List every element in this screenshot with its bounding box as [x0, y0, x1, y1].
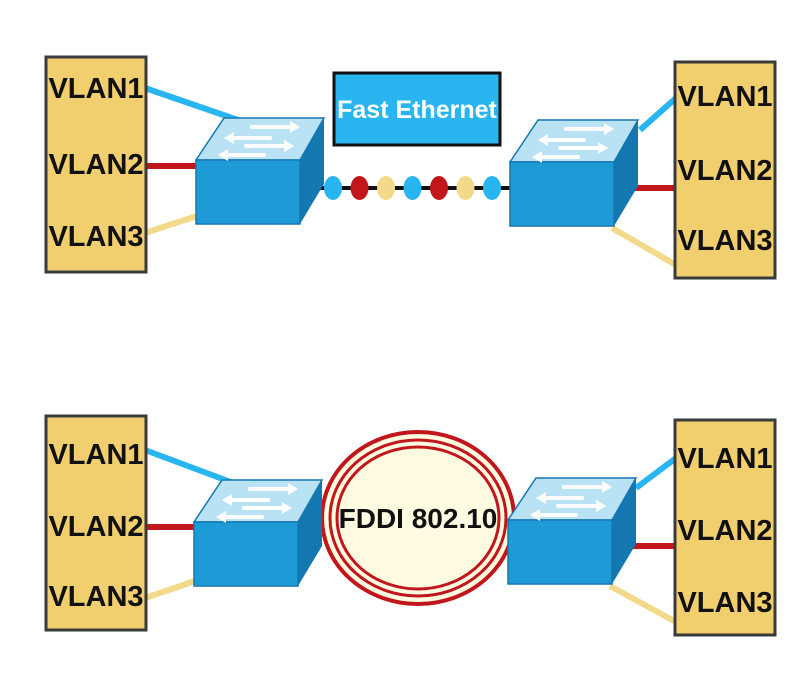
- top-right-vlan3-label: VLAN3: [677, 225, 772, 257]
- top-left-switch-icon: [194, 116, 326, 226]
- bottom-left-switch-icon: [192, 478, 324, 588]
- top-right-vlan3-link: [610, 225, 678, 268]
- top-left-vlan3-label: VLAN3: [48, 221, 143, 253]
- bottom-left-vlan2-label: VLAN2: [48, 511, 143, 543]
- bottom-left-vlan-box: VLAN1 VLAN2 VLAN3: [44, 414, 148, 632]
- bottom-right-vlan3-label: VLAN3: [677, 587, 772, 619]
- top-left-vlan1-label: VLAN1: [48, 73, 143, 105]
- bottom-right-vlan1-link: [634, 455, 678, 491]
- bottom-right-switch-icon: [506, 476, 638, 586]
- trunk-frame-vlan1: [324, 176, 342, 200]
- bottom-left-vlan3-link: [144, 577, 199, 601]
- trunk-frame-vlan2: [430, 176, 448, 200]
- trunk-frame-vlan1: [403, 176, 422, 200]
- top-left-vlan-box: VLAN1 VLAN2 VLAN3: [44, 55, 148, 274]
- top-left-vlan1-link: [144, 85, 239, 123]
- bottom-right-vlan-box: VLAN1 VLAN2 VLAN3: [673, 418, 777, 637]
- bottom-right-vlan1-label: VLAN1: [677, 443, 772, 475]
- trunk-frame-vlan1: [483, 176, 501, 200]
- bottom-section: VLAN1 VLAN2 VLAN3 VLAN1 VLAN2 VLAN3 FDDI…: [44, 414, 777, 637]
- top-right-vlan2-label: VLAN2: [677, 155, 772, 187]
- trunk-frame-vlan3: [377, 176, 395, 200]
- top-left-vlan3-link: [144, 212, 201, 236]
- top-left-vlan2-label: VLAN2: [48, 149, 143, 181]
- top-right-vlan1-link: [638, 95, 678, 133]
- fddi-ring-icon: FDDI 802.10: [320, 430, 516, 606]
- bottom-left-vlan3-label: VLAN3: [48, 581, 143, 613]
- top-section: VLAN1 VLAN2 VLAN3 VLAN1 VLAN2 VLAN3 Fast…: [44, 55, 777, 280]
- fddi-label: FDDI 802.10: [339, 503, 498, 534]
- bottom-left-vlan1-link: [143, 447, 238, 487]
- bottom-right-vlan2-label: VLAN2: [677, 515, 772, 547]
- top-right-vlan1-label: VLAN1: [677, 81, 772, 113]
- top-right-vlan-box: VLAN1 VLAN2 VLAN3: [673, 60, 777, 280]
- trunk-frame-vlan3: [456, 176, 475, 200]
- trunk-frames: [324, 176, 501, 200]
- fast-ethernet-label-box: Fast Ethernet: [332, 71, 502, 147]
- bottom-left-vlan1-label: VLAN1: [48, 439, 143, 471]
- top-right-switch-icon: [508, 118, 640, 228]
- fast-ethernet-label: Fast Ethernet: [337, 96, 497, 124]
- trunk-frame-vlan2: [350, 176, 369, 200]
- bottom-right-vlan3-link: [608, 583, 678, 625]
